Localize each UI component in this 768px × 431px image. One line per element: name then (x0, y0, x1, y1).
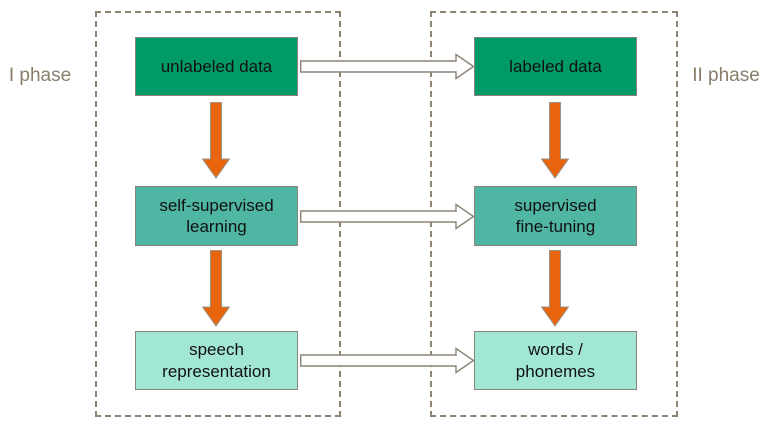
node-self-supervised-learning: self-supervised learning (135, 186, 298, 246)
right-arrow-shape (300, 203, 475, 230)
down-arrow-icon (541, 102, 569, 179)
down-arrow-icon (202, 250, 230, 327)
phase-1-label: I phase (8, 65, 72, 86)
right-arrow-icon (300, 203, 475, 230)
node-speech-representation: speech representation (135, 331, 298, 390)
node-supervised-fine-tuning: supervised fine-tuning (474, 186, 637, 246)
down-arrow-shape (202, 250, 230, 327)
right-arrow-icon (300, 347, 475, 374)
down-arrow-shape (541, 250, 569, 327)
right-arrow-icon (300, 53, 475, 80)
right-arrow-shape (300, 347, 475, 374)
down-arrow-shape (202, 102, 230, 179)
node-words-phonemes: words / phonemes (474, 331, 637, 390)
node-unlabeled-data: unlabeled data (135, 37, 298, 96)
down-arrow-icon (202, 102, 230, 179)
phase-2-label: II phase (692, 65, 760, 86)
down-arrow-icon (541, 250, 569, 327)
down-arrow-shape (541, 102, 569, 179)
node-labeled-data: labeled data (474, 37, 637, 96)
right-arrow-shape (300, 53, 475, 80)
